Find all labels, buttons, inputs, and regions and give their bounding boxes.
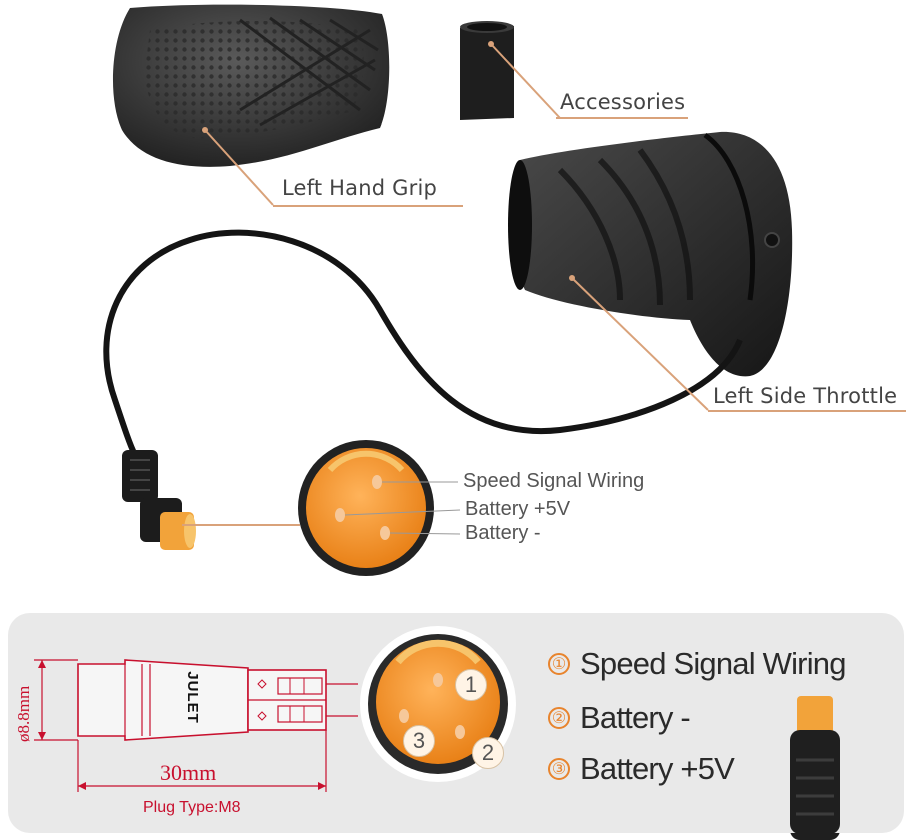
plug-outline (34, 659, 358, 792)
pin-badge-3: 3 (403, 725, 435, 757)
legend-number-3: ③ (548, 758, 570, 780)
throttle-image (508, 131, 793, 377)
left-hand-grip-underline (273, 205, 463, 207)
cable-image (103, 229, 743, 457)
legend-text-speed-signal: Speed Signal Wiring (580, 646, 846, 681)
pin-badge-2: 2 (472, 737, 504, 769)
plug-type-label: Plug Type:M8 (143, 799, 241, 816)
left-side-throttle-label: Left Side Throttle (713, 384, 898, 408)
cable-connector-image (122, 450, 196, 550)
callout-lines (182, 43, 709, 526)
legend-number-2: ② (548, 707, 570, 729)
accessories-label: Accessories (560, 90, 686, 114)
accessories-image (460, 21, 514, 120)
pin-label-speed-signal: Speed Signal Wiring (463, 470, 645, 492)
side-connector (790, 696, 840, 834)
left-hand-grip-label: Left Hand Grip (282, 176, 438, 200)
connector-face-image (298, 440, 461, 576)
legend-text-battery-minus: Battery - (580, 700, 691, 735)
hand-grip-image (112, 4, 390, 167)
legend-row-speed-signal: ① Speed Signal Wiring (548, 646, 846, 682)
legend-text-battery-plus: Battery +5V (580, 751, 735, 786)
diameter-label: ø8.8mm (14, 685, 33, 742)
brand-label: JULET (183, 671, 201, 724)
pin-label-battery-minus: Battery - (465, 522, 541, 544)
left-side-throttle-underline (708, 410, 906, 412)
length-label: 30mm (160, 760, 217, 785)
legend-row-battery-plus: ③ Battery +5V (548, 751, 735, 787)
accessories-underline (556, 117, 688, 119)
legend-number-1: ① (548, 653, 570, 675)
pin-label-battery-plus: Battery +5V (465, 498, 571, 520)
legend-row-battery-minus: ② Battery - (548, 700, 691, 736)
pin-badge-1: 1 (455, 669, 487, 701)
